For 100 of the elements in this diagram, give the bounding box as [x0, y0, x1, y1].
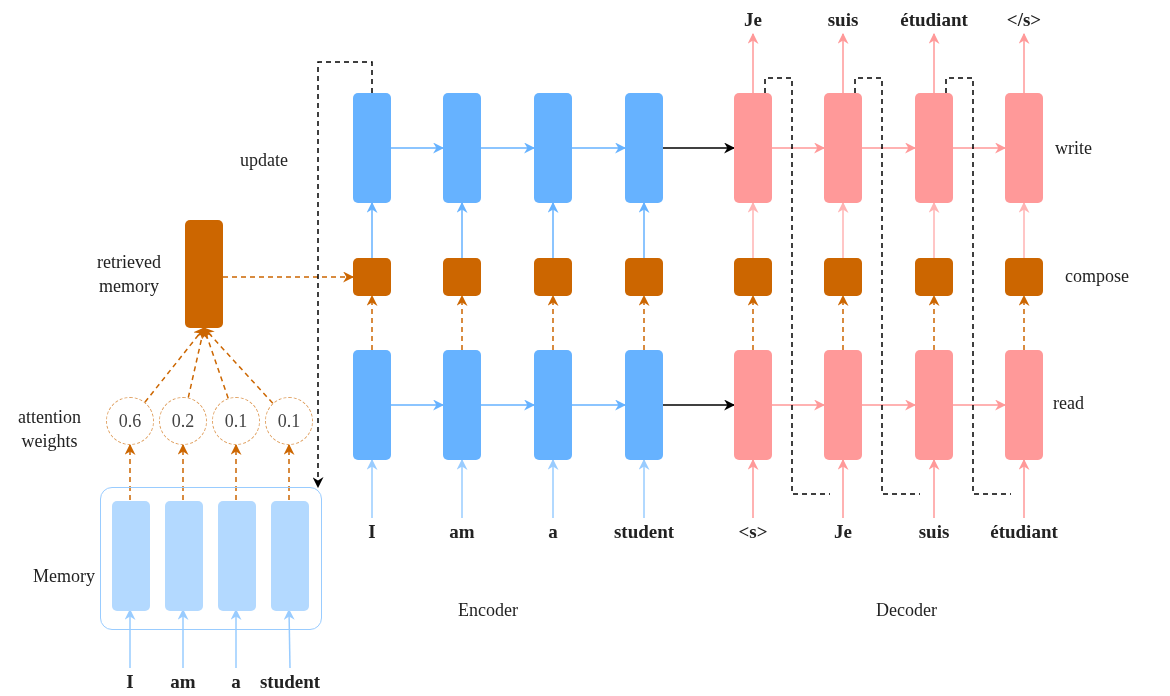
arrow: [747, 32, 759, 94]
token-label: a: [510, 518, 596, 546]
arrow: [928, 201, 940, 259]
arrow: [366, 201, 378, 259]
token-label: étudiant: [981, 518, 1067, 546]
section-label: Decoder: [876, 600, 937, 620]
encoder-cell: [353, 350, 391, 460]
token-label: suis: [800, 6, 886, 34]
weight-value: 0.2: [171, 410, 195, 432]
token-label: Je: [800, 518, 886, 546]
weight-value: 0.1: [277, 410, 301, 432]
arrow: [456, 294, 468, 351]
decoder-cell: [1005, 93, 1043, 203]
token-label: am: [419, 518, 505, 546]
arrow: [861, 142, 917, 154]
memory-slot: [271, 501, 309, 611]
encoder-cell: [443, 350, 481, 460]
arrow: [928, 294, 940, 351]
arrow: [283, 443, 295, 501]
arrow: [771, 399, 826, 411]
arrow: [230, 443, 242, 501]
compose-block: [353, 258, 391, 296]
node-caption: retrieved memory: [96, 251, 162, 298]
token-label: suis: [891, 518, 977, 546]
token-label: I: [329, 518, 415, 546]
compose-block: [1005, 258, 1043, 296]
arrow: [547, 458, 559, 519]
arrow: [222, 271, 355, 283]
weight-value: 0.1: [224, 410, 248, 432]
arrow: [390, 142, 445, 154]
arrow: [480, 399, 536, 411]
arrow: [1018, 294, 1030, 351]
arrow: [283, 608, 295, 669]
compose-block: [625, 258, 663, 296]
encoder-cell: [534, 350, 572, 460]
arrow: [952, 399, 1007, 411]
compose-block: [443, 258, 481, 296]
row-label: write: [1055, 138, 1092, 158]
memory-slot: [218, 501, 256, 611]
decoder-cell: [915, 93, 953, 203]
arrow: [177, 608, 189, 669]
row-label: read: [1053, 393, 1084, 413]
token-label: am: [163, 668, 203, 696]
arrow: [837, 294, 849, 351]
compose-block: [534, 258, 572, 296]
arrow: [861, 399, 917, 411]
token-label: Je: [710, 6, 796, 34]
arrow: [230, 608, 242, 669]
arrow: [837, 458, 849, 519]
arrow: [203, 327, 274, 405]
decoder-cell: [734, 350, 772, 460]
decoder-cell: [1005, 350, 1043, 460]
arrow: [928, 32, 940, 94]
encoder-cell: [353, 93, 391, 203]
decoder-cell: [824, 93, 862, 203]
compose-block: [915, 258, 953, 296]
container-label: Memory: [33, 566, 95, 587]
token-label: </s>: [981, 6, 1067, 34]
arrow: [747, 458, 759, 519]
decoder-cell: [824, 350, 862, 460]
compose-block: [734, 258, 772, 296]
token-label: étudiant: [891, 6, 977, 34]
connector-line: [945, 77, 1012, 495]
arrow: [747, 201, 759, 259]
arrow: [456, 458, 468, 519]
decoder-cell: [734, 93, 772, 203]
arrow: [837, 201, 849, 259]
encoder-cell: [534, 93, 572, 203]
arrow: [144, 327, 205, 403]
arrow: [1018, 32, 1030, 94]
axis-caption: attention weights: [17, 406, 82, 453]
arrow: [390, 399, 445, 411]
arrow: [638, 294, 650, 351]
memory-slot: [112, 501, 150, 611]
encoder-cell: [625, 93, 663, 203]
token-label: I: [115, 668, 145, 696]
token-label: <s>: [710, 518, 796, 546]
arrow: [1018, 201, 1030, 259]
arrow: [1018, 458, 1030, 519]
arrow: [366, 294, 378, 351]
row-label: compose: [1065, 266, 1129, 286]
arrow: [312, 61, 373, 489]
arrow: [177, 443, 189, 501]
arrow: [124, 608, 136, 669]
arrow: [837, 32, 849, 94]
arrow: [571, 399, 627, 411]
connector-line: [764, 77, 831, 495]
token-label: student: [601, 518, 687, 546]
arrow: [638, 458, 650, 519]
compose-block: [824, 258, 862, 296]
arrow: [547, 201, 559, 259]
arrow: [456, 201, 468, 259]
edge-label: update: [240, 150, 288, 170]
arrow: [547, 294, 559, 351]
arrow: [124, 443, 136, 501]
encoder-cell: [625, 350, 663, 460]
arrow: [928, 458, 940, 519]
encoder-cell: [443, 93, 481, 203]
connector-line: [854, 77, 921, 495]
token-label: a: [228, 668, 244, 696]
